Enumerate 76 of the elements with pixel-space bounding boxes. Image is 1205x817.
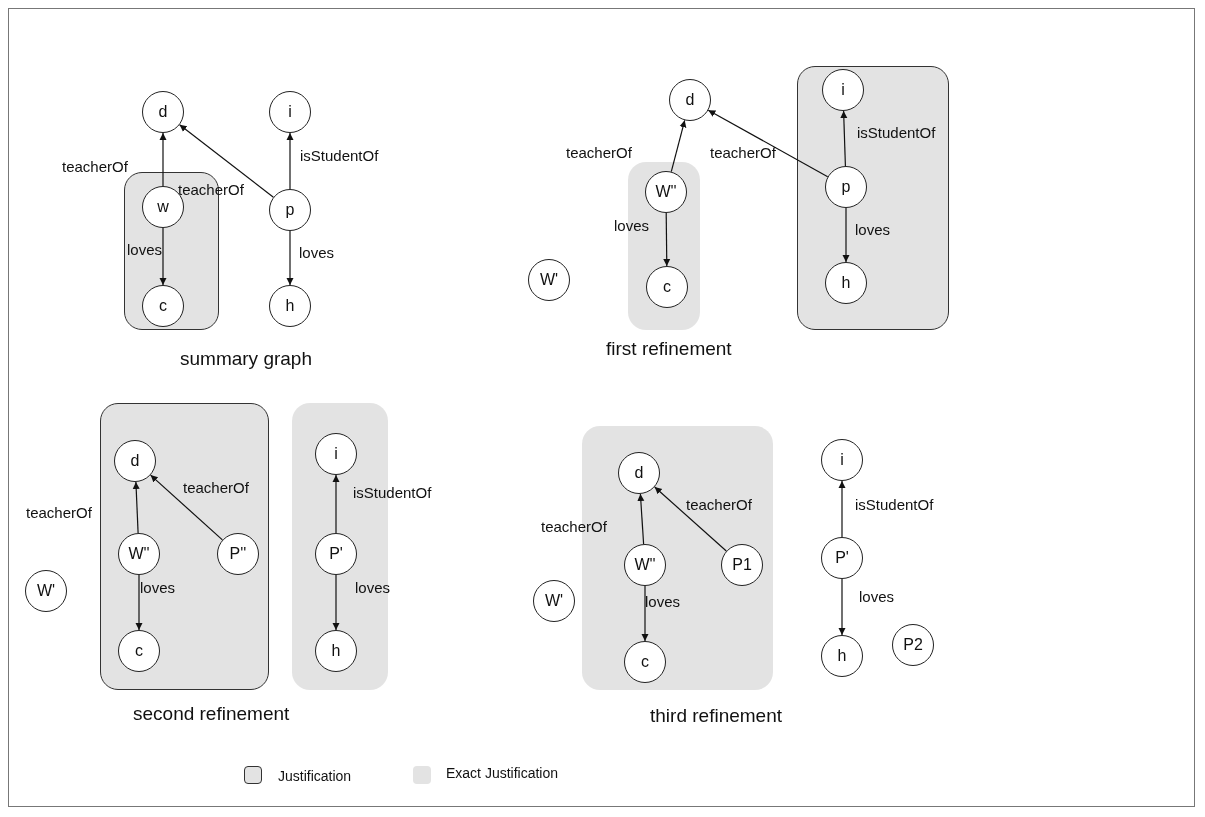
panel-caption: summary graph [180,348,312,370]
arrow [641,585,649,642]
justification-region [797,66,949,330]
edge-label: loves [859,588,895,606]
edge-label: loves [140,579,176,597]
panel-caption: second refinement [133,703,290,725]
edge-label: teacherOf [566,144,632,162]
node-circle: P' [315,533,357,575]
legend-label: Exact Justification [446,765,559,781]
edge-label: isStudentOf [855,496,934,514]
edge-label: teacherOf [686,496,752,514]
edge-label: isStudentOf [857,124,936,142]
arrow [332,474,340,534]
node-circle: h [825,262,867,304]
node-circle: i [821,439,863,481]
arrow [842,207,850,263]
arrow [150,474,223,541]
arrow [637,493,645,545]
arrow [707,109,829,178]
arrow [286,230,294,286]
node-circle: i [315,433,357,475]
node-circle: W'' [645,171,687,213]
panel-caption: first refinement [606,338,732,360]
arrow [286,132,294,190]
node-circle: W' [533,580,575,622]
edge-label: teacherOf [26,504,92,522]
edge-label: loves [127,241,163,259]
arrow [840,110,848,167]
edge-label: loves [645,593,681,611]
edge-label: teacherOf [62,158,128,176]
node-circle: P2 [892,624,934,666]
panel-caption: third refinement [650,705,782,727]
arrow [663,212,671,267]
edge-label: loves [614,217,650,235]
node-circle: d [114,440,156,482]
node-circle: h [269,285,311,327]
node-circle: h [315,630,357,672]
edge-label: teacherOf [541,518,607,536]
node-circle: c [142,285,184,327]
arrow [332,574,340,631]
edge-label: loves [299,244,335,262]
node-circle: W'' [118,533,160,575]
justification-region [100,403,269,690]
node-circle: P1 [721,544,763,586]
node-circle: P'' [217,533,259,575]
arrow [179,124,274,198]
arrow [159,227,167,286]
node-circle: d [618,452,660,494]
edge-label: isStudentOf [353,484,432,502]
legend-label: Justification [278,768,352,784]
node-circle: c [624,641,666,683]
edge-label: teacherOf [710,144,776,162]
arrow [838,480,846,538]
edge-label: loves [855,221,891,239]
arrow [670,119,687,173]
arrow [132,481,140,534]
edge-label: loves [355,579,391,597]
arrow [135,574,143,631]
node-circle: c [118,630,160,672]
node-circle: W' [25,570,67,612]
node-circle: d [142,91,184,133]
node-circle: h [821,635,863,677]
node-circle: i [269,91,311,133]
edge-label: isStudentOf [300,147,379,165]
node-circle: p [269,189,311,231]
arrow [654,486,727,552]
node-circle: P' [821,537,863,579]
node-circle: i [822,69,864,111]
arrow [159,132,167,187]
node-circle: d [669,79,711,121]
node-circle: W'' [624,544,666,586]
node-circle: W' [528,259,570,301]
node-circle: p [825,166,867,208]
arrow [838,578,846,636]
edge-label: teacherOf [183,479,249,497]
node-circle: c [646,266,688,308]
